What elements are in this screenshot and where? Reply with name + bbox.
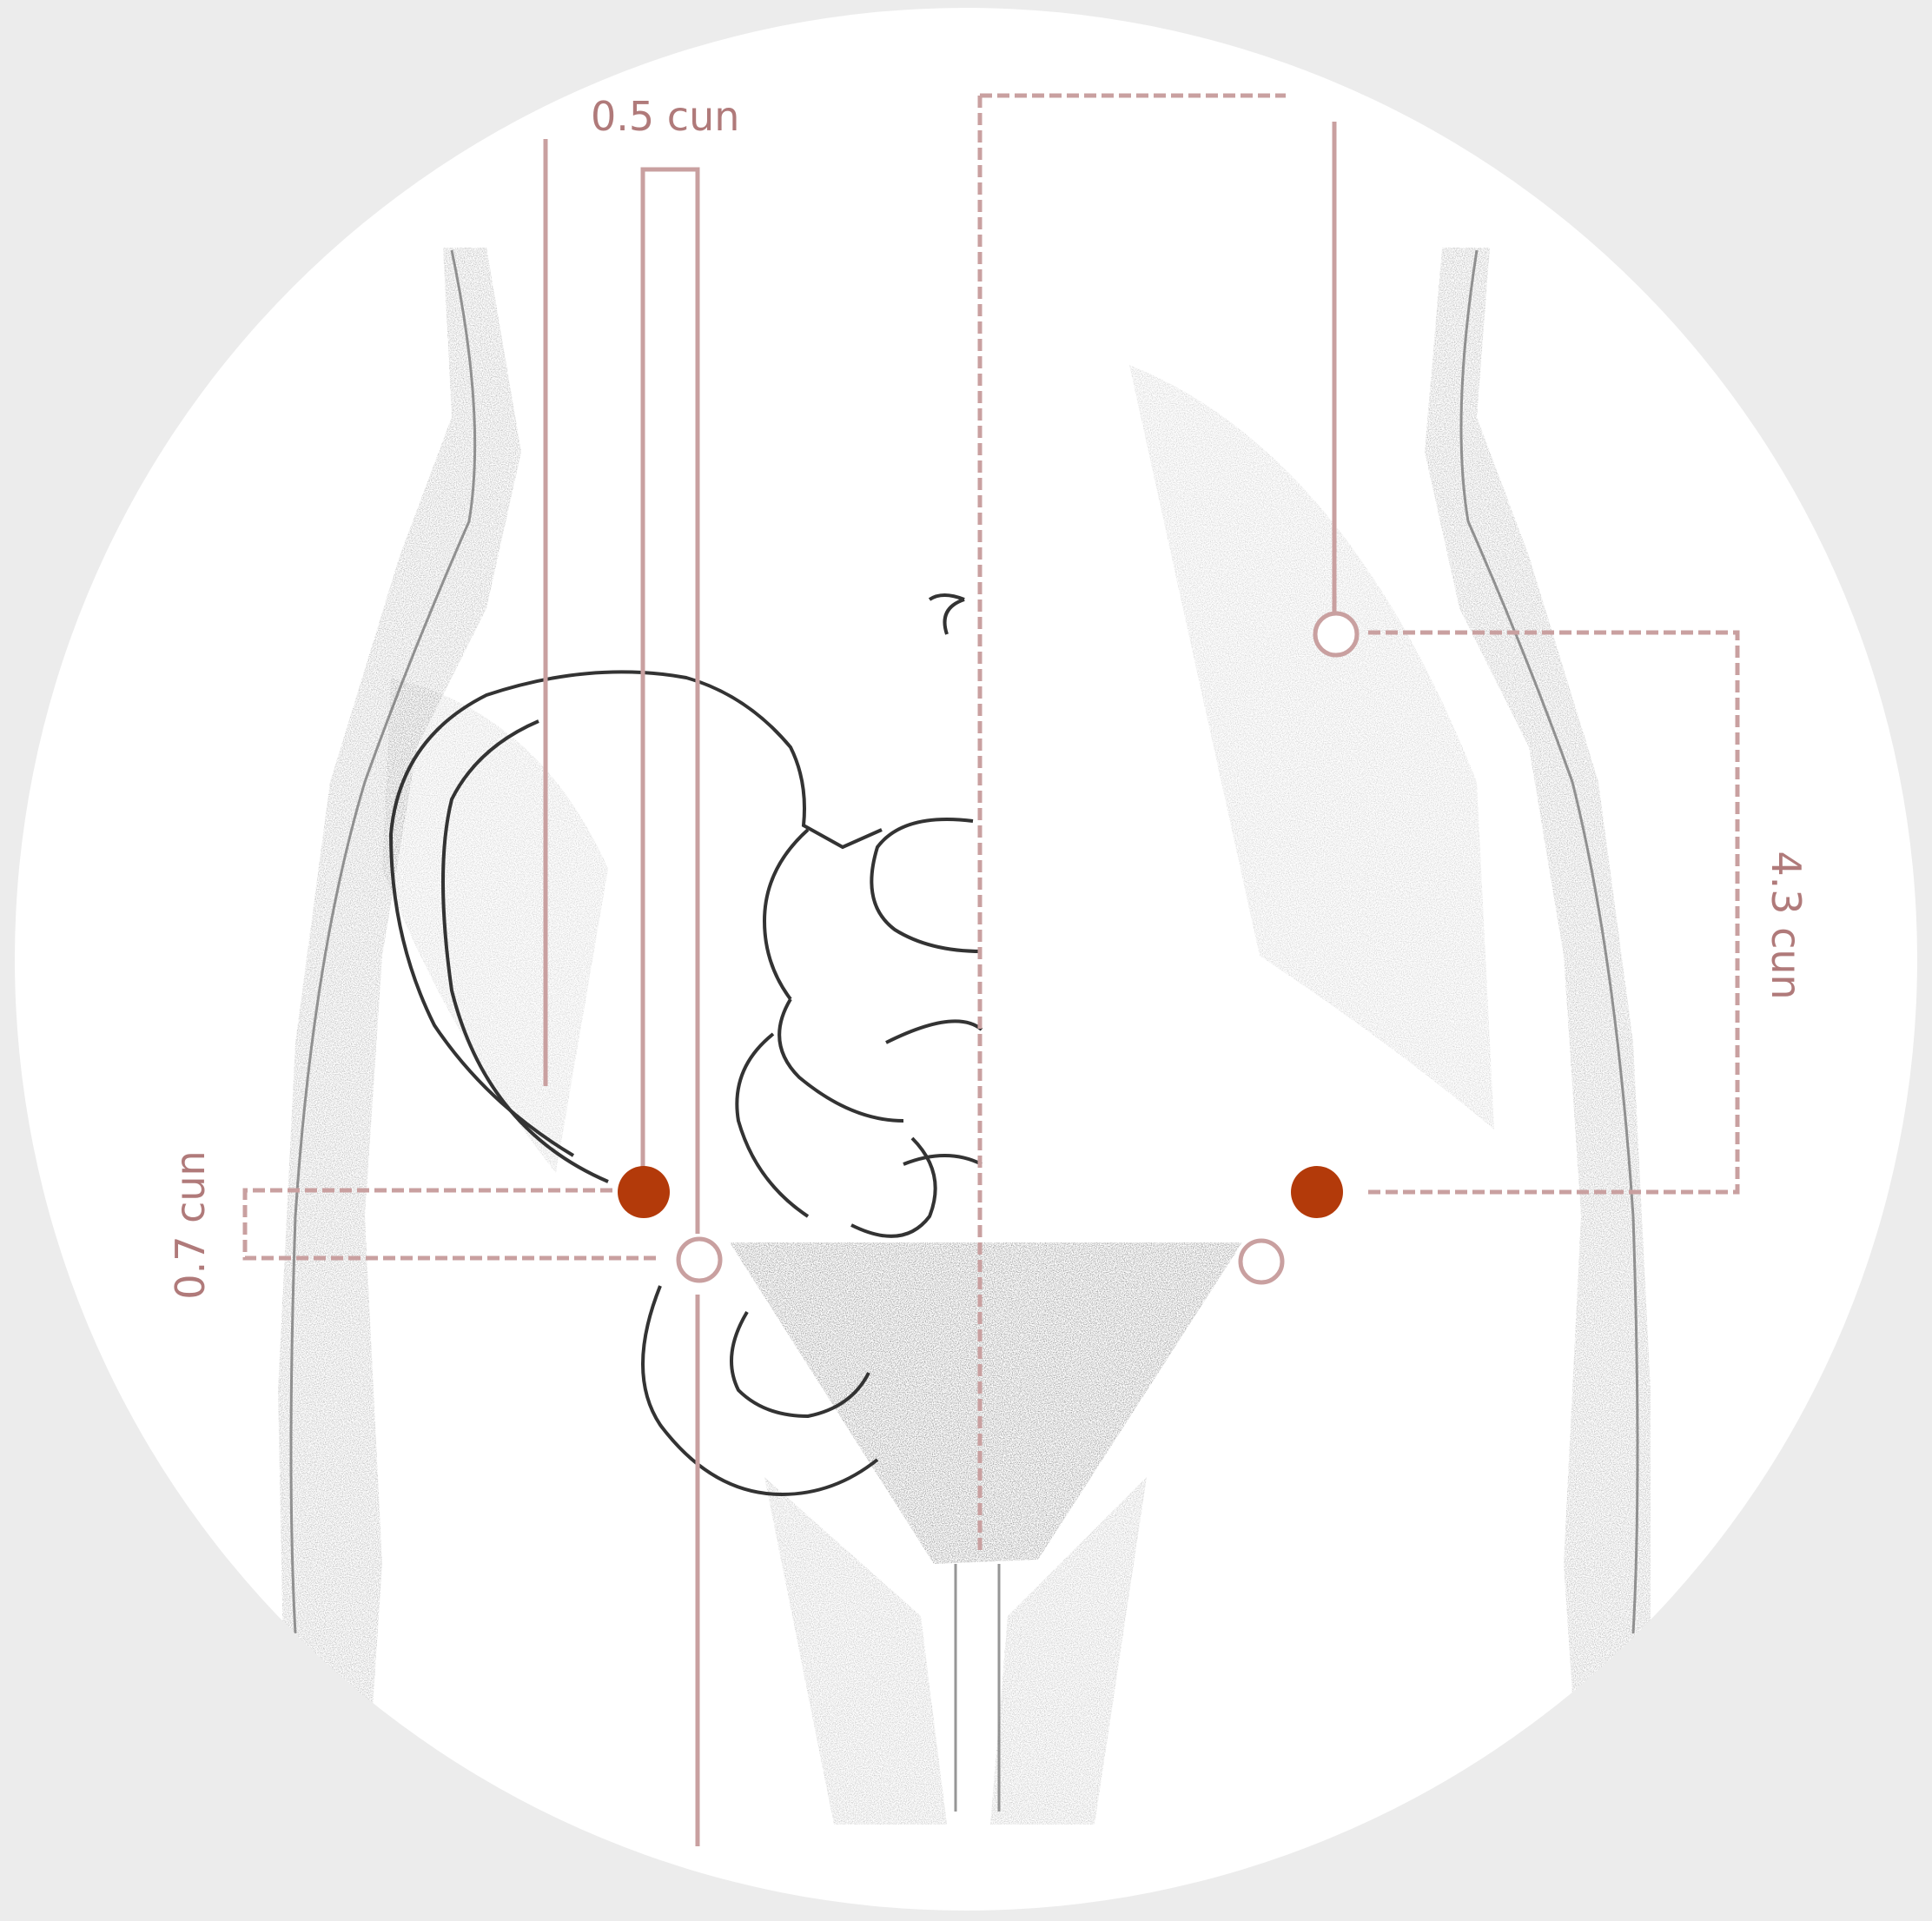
acupoint-left[interactable] [618,1166,670,1218]
reference-point-upper [1315,613,1357,655]
acupoint-right[interactable] [1291,1166,1343,1218]
reference-point-right [1241,1241,1282,1282]
reference-point-left [678,1239,720,1281]
label-right-vertical: 4.3 cun [1763,851,1810,999]
label-left-vertical: 0.5 cun [591,93,739,140]
label-left-horizontal: 0.7 cun [167,1150,214,1299]
